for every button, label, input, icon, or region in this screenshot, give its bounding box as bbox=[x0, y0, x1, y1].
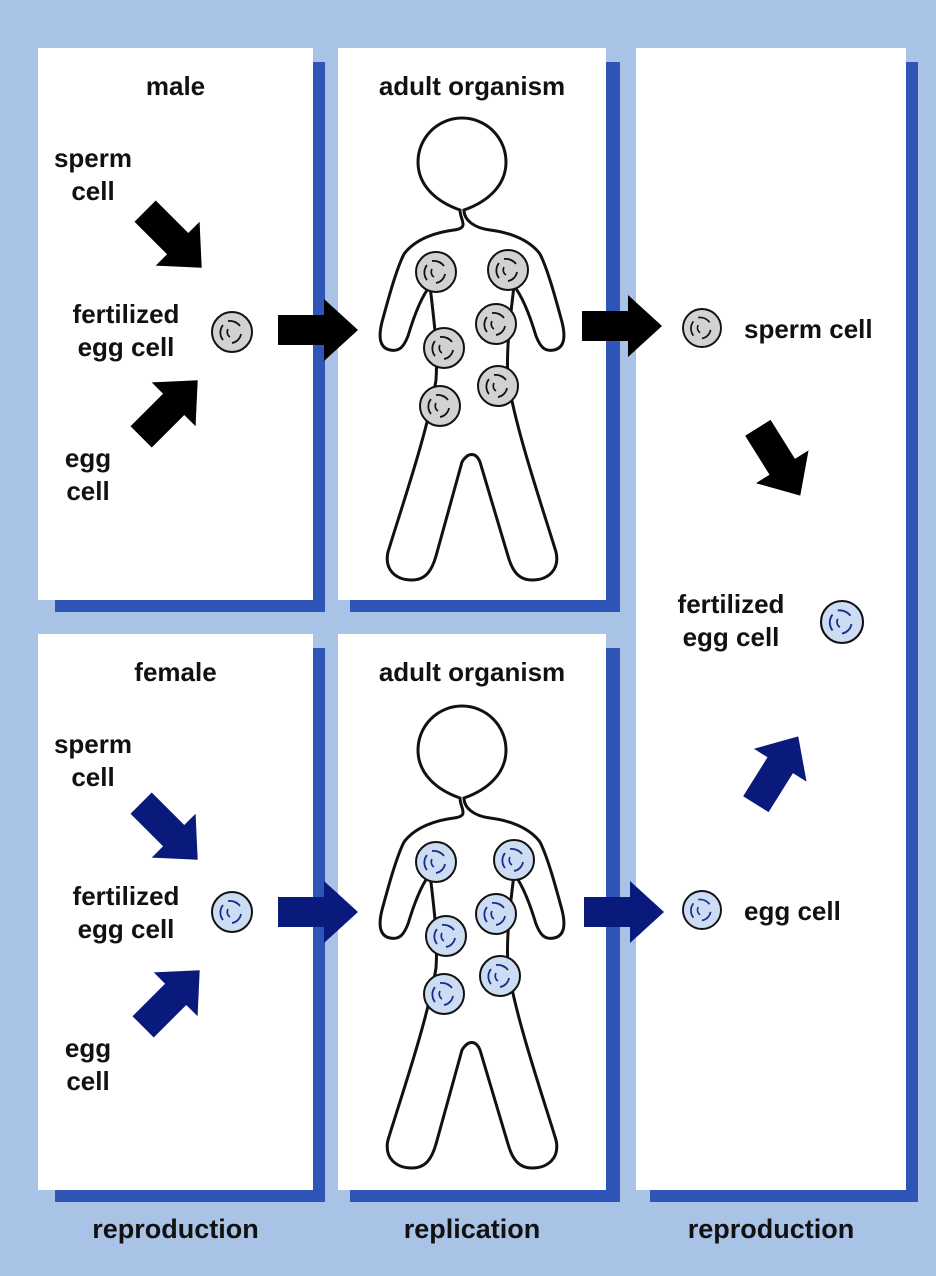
cell-icon bbox=[424, 328, 464, 368]
panel-title-female: female bbox=[38, 656, 313, 689]
egg-cell-label: egg cell bbox=[52, 1032, 124, 1097]
fertilized-egg-cell-label: fertilized egg cell bbox=[56, 880, 196, 945]
cell-icon bbox=[212, 892, 252, 932]
cell-icon bbox=[488, 250, 528, 290]
sperm-cell-label: sperm cell bbox=[48, 142, 138, 207]
cell-icon bbox=[476, 304, 516, 344]
cell-icon bbox=[416, 842, 456, 882]
cell-icon bbox=[683, 309, 721, 347]
fertilized-egg-cell-label: fertilized egg cell bbox=[658, 588, 804, 653]
cell-icon bbox=[476, 894, 516, 934]
cell-icon bbox=[420, 386, 460, 426]
cell-icon bbox=[821, 601, 863, 643]
panel-title-adult-organism: adult organism bbox=[338, 656, 606, 689]
label-line: egg cell bbox=[658, 621, 804, 654]
label-line: sperm bbox=[48, 728, 138, 761]
label-line: sperm bbox=[48, 142, 138, 175]
label-line: fertilized bbox=[658, 588, 804, 621]
label-line: egg bbox=[52, 1032, 124, 1065]
panel-title-male: male bbox=[38, 70, 313, 103]
cell-icon bbox=[478, 366, 518, 406]
label-line: fertilized bbox=[56, 298, 196, 331]
label-line: egg cell bbox=[56, 913, 196, 946]
egg-cell-label: egg cell bbox=[52, 442, 124, 507]
footer-caption-replication: replication bbox=[338, 1213, 606, 1247]
footer-caption-reproduction: reproduction bbox=[38, 1213, 313, 1247]
egg-cell-label: egg cell bbox=[744, 895, 841, 928]
label-line: fertilized bbox=[56, 880, 196, 913]
sperm-cell-label: sperm cell bbox=[48, 728, 138, 793]
label-line: cell bbox=[48, 175, 138, 208]
label-line: egg bbox=[52, 442, 124, 475]
cell-icon bbox=[494, 840, 534, 880]
label-line: cell bbox=[48, 761, 138, 794]
label-line: egg cell bbox=[56, 331, 196, 364]
footer-caption-reproduction: reproduction bbox=[636, 1213, 906, 1247]
label-line: cell bbox=[52, 475, 124, 508]
label-line: cell bbox=[52, 1065, 124, 1098]
cell-icon bbox=[424, 974, 464, 1014]
fertilized-egg-cell-label: fertilized egg cell bbox=[56, 298, 196, 363]
sperm-cell-label: sperm cell bbox=[744, 313, 873, 346]
cell-icon bbox=[426, 916, 466, 956]
cell-icon bbox=[416, 252, 456, 292]
cell-icon bbox=[683, 891, 721, 929]
cell-icon bbox=[212, 312, 252, 352]
panel-title-adult-organism: adult organism bbox=[338, 70, 606, 103]
cell-icon bbox=[480, 956, 520, 996]
